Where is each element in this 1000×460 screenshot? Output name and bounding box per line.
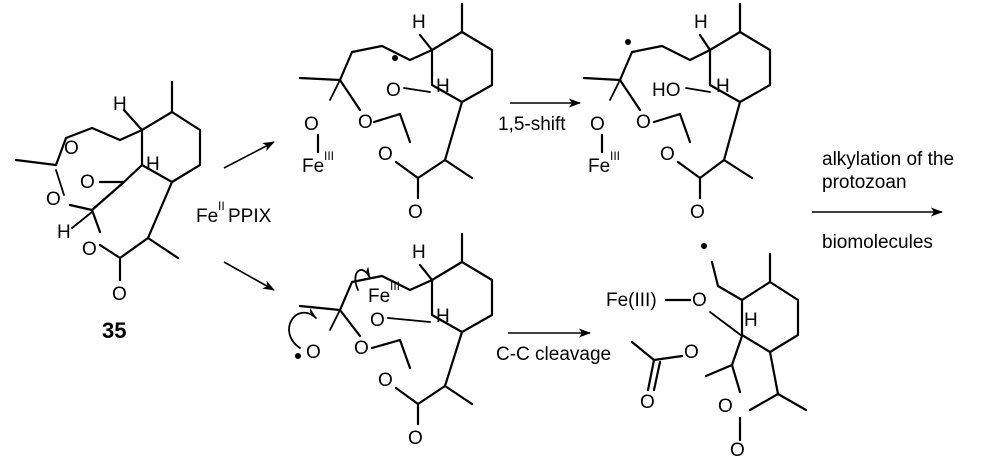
atom-o: O: [386, 80, 401, 101]
arrow-upper-branch: [223, 141, 275, 169]
step-cc-cleavage-label: C-C cleavage: [496, 344, 611, 365]
atom-h: H: [436, 76, 450, 97]
molecule-primary-carbon-radical: Fe(III) O H O O O O: [606, 243, 808, 460]
radical-dot: [625, 39, 631, 45]
atom-o: O: [590, 114, 605, 135]
atom-fe-oxidation: III: [324, 149, 334, 163]
atom-fe-oxidation: III: [390, 279, 400, 293]
atom-h: H: [146, 154, 160, 175]
molecule-fe-alkoxy-radical: H H O O Fe III O O O: [288, 232, 494, 449]
step-alkylation-line1: alkylation of the: [822, 149, 954, 170]
atom-o: O: [408, 428, 423, 449]
atom-ho: HO: [652, 80, 681, 101]
reagent-label: Fe II PPIX: [196, 199, 272, 227]
step-alkylation-line3: biomolecules: [822, 232, 933, 253]
atom-o: O: [82, 239, 97, 260]
molecule-oxygen-radical: H H O Fe III O O O O: [298, 2, 494, 223]
atom-h: H: [436, 306, 450, 327]
fishhook-arrow: [354, 266, 371, 291]
radical-dot: [701, 243, 707, 249]
atom-o: O: [692, 290, 707, 311]
atom-o: O: [46, 189, 61, 210]
reagent-fe: Fe: [196, 206, 218, 227]
step-alkylation-line2: protozoan: [822, 172, 907, 193]
atom-o: O: [112, 284, 127, 305]
compound-number: 35: [102, 318, 126, 343]
reagent-ppix: PPIX: [228, 206, 272, 227]
atom-o: O: [64, 138, 79, 159]
atom-o: O: [636, 112, 651, 133]
molecule-artemisinin-35: H H O O O H O O 35: [14, 80, 202, 343]
atom-h: H: [113, 94, 127, 115]
atom-fe: Fe: [368, 286, 390, 307]
atom-h: H: [694, 12, 708, 33]
atom-o: O: [370, 310, 385, 331]
atom-o: O: [408, 202, 423, 223]
atom-o: O: [378, 370, 393, 391]
atom-h: H: [716, 76, 730, 97]
step-1-5-shift-label: 1,5-shift: [498, 114, 566, 135]
atom-o: O: [80, 172, 95, 193]
atom-fe: Fe: [588, 156, 610, 177]
atom-o: O: [358, 112, 373, 133]
reagent-oxidation-state: II: [218, 199, 225, 213]
atom-o: O: [378, 144, 393, 165]
atom-o: O: [690, 202, 705, 223]
fishhook-arrow: [288, 308, 317, 349]
atom-o: O: [718, 396, 733, 417]
atom-fe-iii: Fe(III): [606, 290, 657, 311]
atom-o: O: [684, 342, 699, 363]
atom-h: H: [412, 242, 426, 263]
atom-o: O: [730, 440, 745, 460]
atom-o: O: [354, 338, 369, 359]
atom-h: H: [57, 222, 71, 243]
molecule-carbon-radical: H H O Fe III O HO O O: [582, 2, 772, 223]
atom-fe-oxidation: III: [610, 149, 620, 163]
radical-dot: [295, 353, 301, 359]
atom-o: O: [640, 392, 655, 413]
atom-o: O: [306, 342, 321, 363]
radical-dot: [392, 55, 398, 61]
atom-o: O: [304, 114, 319, 135]
atom-o: O: [660, 144, 675, 165]
atom-h: H: [412, 12, 426, 33]
atom-h: H: [744, 310, 758, 331]
atom-fe: Fe: [302, 156, 324, 177]
arrow-lower-branch: [223, 261, 275, 291]
